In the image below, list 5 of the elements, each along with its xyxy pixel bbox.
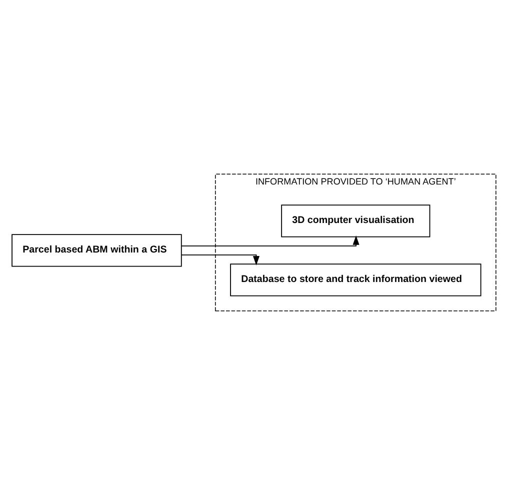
arrow <box>180 254 260 265</box>
node-box: Parcel based ABM within a GIS <box>11 234 182 266</box>
node-box: Database to store and track information viewed <box>230 263 481 296</box>
arrow <box>180 235 359 246</box>
node-box: 3D computer visualisation <box>280 204 430 237</box>
